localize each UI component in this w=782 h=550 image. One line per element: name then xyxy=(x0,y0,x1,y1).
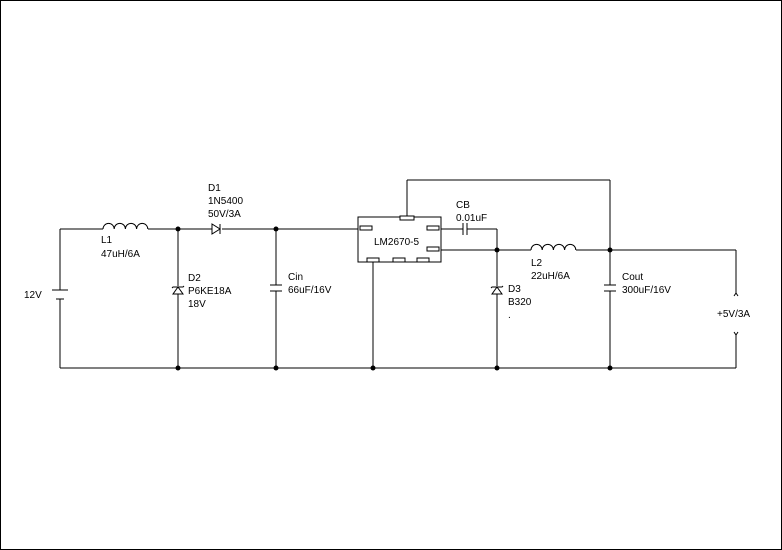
cout-ref-label: Cout xyxy=(622,272,643,283)
output-label: +5V/3A xyxy=(717,309,750,320)
d1-part-label: 1N5400 xyxy=(208,196,243,207)
d1-rating-label: 50V/3A xyxy=(208,209,241,220)
l2-ref-label: L2 xyxy=(531,258,543,269)
d3-ref-label: D3 xyxy=(508,284,521,295)
d2-ref-label: D2 xyxy=(188,273,201,284)
d2-rating-label: 18V xyxy=(188,299,206,310)
output-terminals xyxy=(733,292,739,336)
ic-pin-feedback xyxy=(399,215,415,221)
cb-ref-label: CB xyxy=(456,200,470,211)
schottky-d3 xyxy=(490,285,504,295)
l2-value-label: 22uH/6A xyxy=(531,271,570,282)
diode-d1 xyxy=(211,223,221,235)
d3-note-label: . xyxy=(508,310,511,321)
regulator-ic xyxy=(357,215,442,263)
d2-part-label: P6KE18A xyxy=(188,286,232,297)
wires xyxy=(59,179,737,369)
d3-part-label: B320 xyxy=(508,297,532,308)
inductor-l2 xyxy=(530,243,577,251)
ic-pin-gnd-3 xyxy=(416,257,430,263)
ic-pin-vin xyxy=(359,225,373,231)
d1-ref-label: D1 xyxy=(208,183,221,194)
battery-label: 12V xyxy=(24,290,42,301)
cb-value-label: 0.01uF xyxy=(456,213,487,224)
capacitor-cin xyxy=(270,284,282,292)
cin-value-label: 66uF/16V xyxy=(288,285,332,296)
ic-pin-switch xyxy=(426,246,440,252)
capacitor-cb xyxy=(462,223,468,235)
inductor-l1 xyxy=(102,222,149,230)
capacitor-cout xyxy=(604,284,616,292)
ic-part-label: LM2670-5 xyxy=(374,237,419,248)
l1-value-label: 47uH/6A xyxy=(101,249,140,260)
ic-pin-gnd-1 xyxy=(366,257,380,263)
ic-pin-boost xyxy=(426,225,440,231)
l1-ref-label: L1 xyxy=(101,235,113,246)
cout-value-label: 300uF/16V xyxy=(622,285,671,296)
ic-pin-gnd-2 xyxy=(392,257,406,263)
battery-symbol xyxy=(52,289,68,300)
junction-dots xyxy=(175,226,613,371)
cin-ref-label: Cin xyxy=(288,272,303,283)
zener-d2 xyxy=(171,285,185,295)
